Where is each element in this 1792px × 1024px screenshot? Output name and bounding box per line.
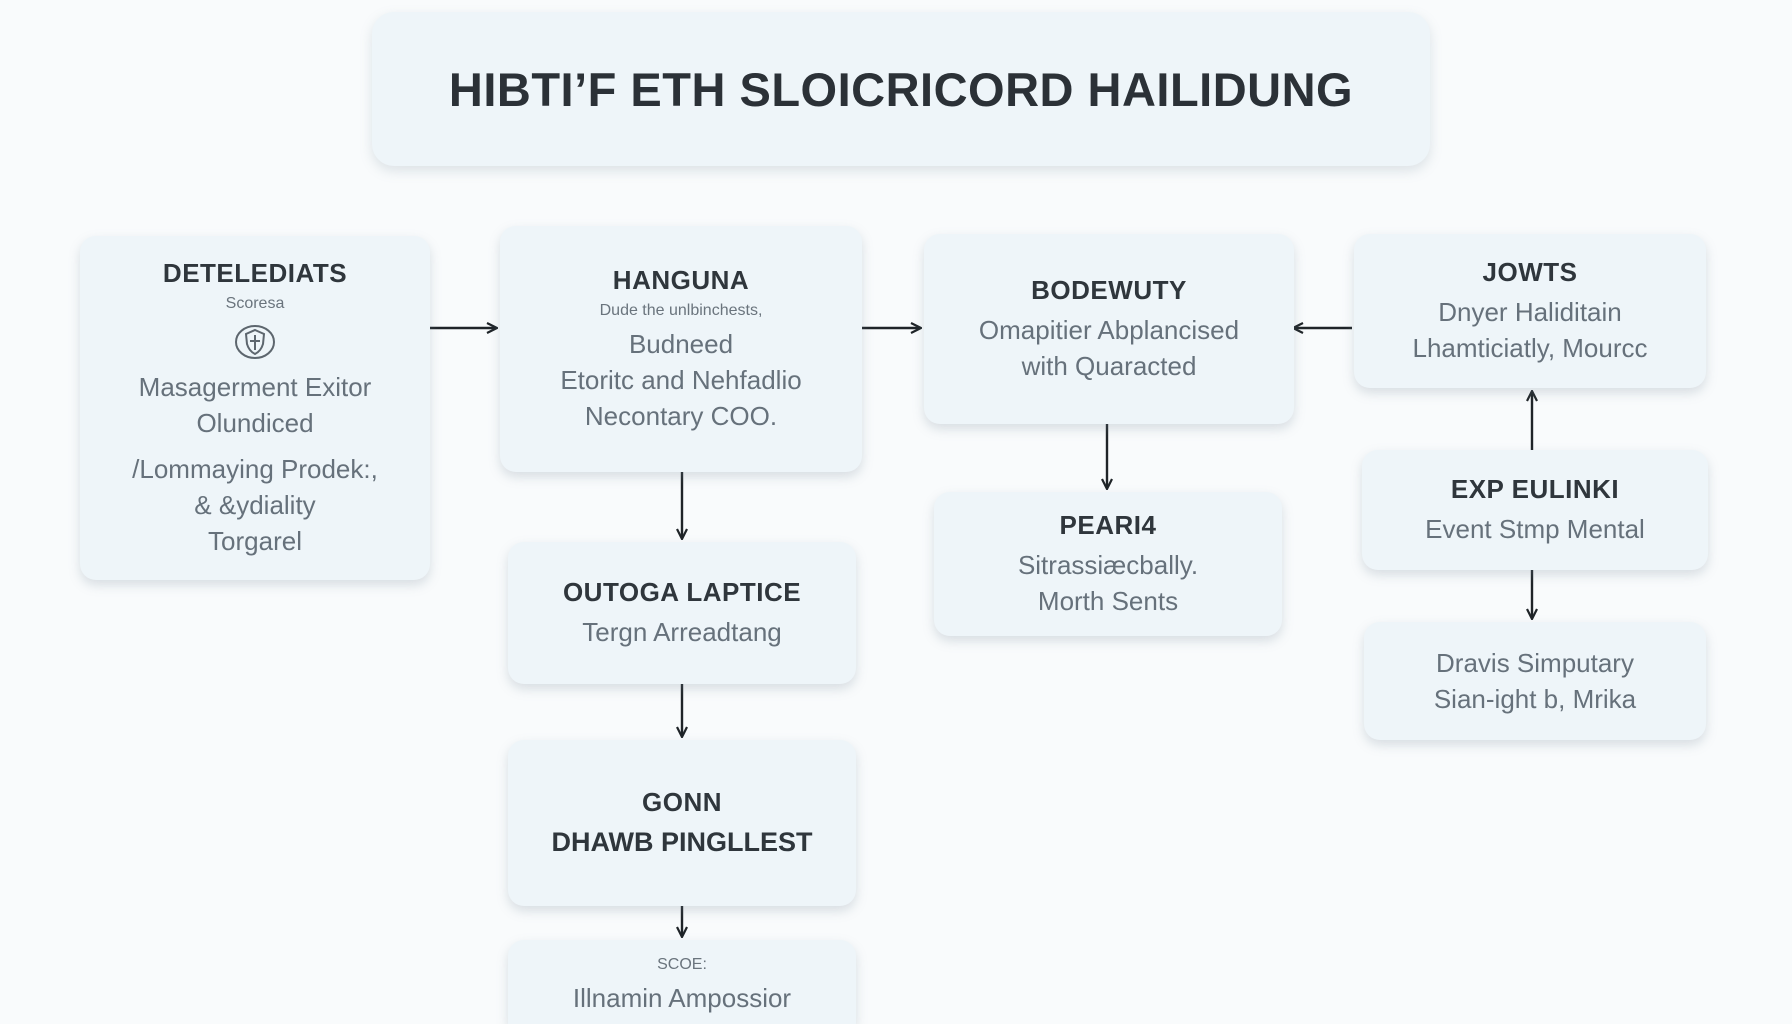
node-detelediats-sub: Scoresa	[225, 294, 285, 312]
node-gonn-heading: GONN	[642, 786, 722, 817]
node-detelediats-line-5: Torgarel	[208, 525, 302, 556]
node-hanguna-line-1: Budneed	[628, 328, 734, 359]
node-jowts: JOWTS Dnyer Haliditain Lhamticiatly, Mou…	[1354, 234, 1706, 388]
diagram-title-box: HIBTI’F ETH SLOICRICORD HAILIDUNG	[372, 12, 1430, 166]
node-bodewuty-line-2: with Quaracted	[1021, 350, 1197, 381]
node-dravis-line-1: Dravis Simputary	[1436, 648, 1634, 678]
node-scoe: SCOE: Illnamin Ampossior	[508, 940, 856, 1024]
node-pear-line-2: Morth Sents	[1037, 585, 1179, 616]
node-hanguna-heading: HANGUNA	[612, 264, 750, 295]
node-pear: PEARI4 Sitrassiæcbally. Morth Sents	[934, 492, 1282, 636]
node-exp-heading: EXP EULINKI	[1450, 473, 1620, 504]
node-hanguna-sub: Dude the unlbinchests,	[599, 301, 763, 319]
node-gonn: GONN DHAWB PINGLLEST	[508, 740, 856, 906]
node-jowts-line-2: Lhamticiatly, Mourcc	[1412, 332, 1648, 363]
diagram-title: HIBTI’F ETH SLOICRICORD HAILIDUNG	[448, 62, 1354, 116]
node-outoga-laptice: OUTOGA LAPTICE Tergn Arreadtang	[508, 542, 856, 684]
node-jowts-heading: JOWTS	[1482, 256, 1578, 287]
node-jowts-line-1: Dnyer Haliditain	[1438, 296, 1622, 327]
node-pear-line-1: Sitrassiæcbally.	[1017, 549, 1199, 580]
node-hanguna: HANGUNA Dude the unlbinchests, Budneed E…	[500, 226, 862, 472]
node-scoe-line-1: Illnamin Ampossior	[572, 983, 792, 1013]
node-dravis-line-2: Sian-ight b, Mrika	[1433, 684, 1637, 714]
node-exp-eulinki: EXP EULINKI Event Stmp Mental	[1362, 450, 1708, 570]
node-detelediats-heading: DETELEDIATS	[162, 257, 348, 288]
node-gonn-line-1: DHAWB PINGLLEST	[551, 826, 813, 857]
node-hanguna-line-2: Etoritc and Nehfadlio	[560, 364, 802, 395]
node-pear-heading: PEARI4	[1059, 509, 1157, 540]
node-dravis: Dravis Simputary Sian-ight b, Mrika	[1364, 622, 1706, 740]
node-bodewuty-heading: BODEWUTY	[1031, 274, 1187, 305]
node-hanguna-line-3: Necontary COO.	[584, 400, 778, 431]
node-detelediats-line-4: & &ydiality	[194, 489, 316, 520]
node-detelediats-line-2: Olundiced	[196, 407, 314, 438]
node-bodewuty-line-1: Omapitier Abplancised	[978, 314, 1240, 345]
shield-icon	[235, 324, 275, 359]
node-bodewuty: BODEWUTY Omapitier Abplancised with Quar…	[924, 234, 1294, 424]
node-detelediats: DETELEDIATS Scoresa Masagerment Exitor O…	[80, 236, 430, 580]
node-scoe-sub: SCOE:	[657, 956, 707, 973]
node-detelediats-line-3: /‪Lommaying Prodek:,	[132, 453, 378, 484]
node-outoga-line-1: Tergn Arreadtang	[582, 616, 782, 647]
node-exp-line-1: Event Stmp Mental	[1425, 513, 1645, 544]
node-detelediats-line-1: Masagerment Exitor	[138, 371, 372, 402]
node-outoga-heading: OUTOGA LAPTICE	[562, 576, 802, 607]
